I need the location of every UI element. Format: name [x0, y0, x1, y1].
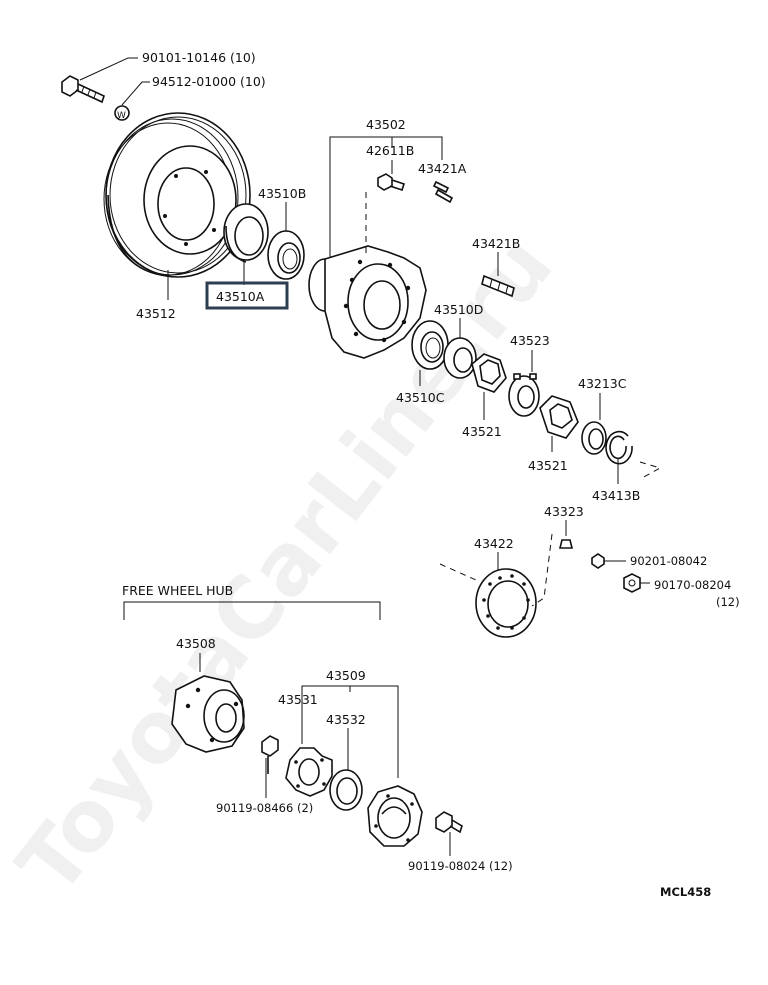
label-90119-08024: 90119-08024 (12): [408, 859, 513, 873]
svg-text:W: W: [117, 111, 126, 121]
label-90170-qty: (12): [716, 595, 740, 609]
label-43421A: 43421A: [418, 161, 467, 176]
leader-bolt: [79, 57, 138, 81]
label-42611B: 42611B: [366, 143, 414, 158]
plate-43531: [285, 747, 333, 797]
highlight-box: [205, 281, 289, 310]
bolt-90101: [61, 75, 105, 104]
nut-43521-a: [471, 353, 507, 393]
nut-90201: [591, 553, 605, 569]
snap-ring-43413B: [605, 430, 633, 465]
washer-94512: W: [114, 105, 130, 121]
brake-disc-43512: [103, 112, 251, 278]
section-bracket: [123, 601, 381, 620]
bolt-90119-08466: [261, 735, 279, 774]
section-title: FREE WHEEL HUB: [122, 583, 233, 598]
label-90170: 90170-08204: [654, 578, 731, 592]
label-43521-b: 43521: [528, 458, 568, 473]
label-43531: 43531: [278, 692, 318, 707]
label-94512: 94512-01000 (10): [152, 74, 266, 89]
gasket-43422: [475, 568, 537, 638]
label-90201: 90201-08042: [630, 554, 707, 568]
leader-washer: [121, 81, 150, 106]
stud-43421B: [481, 274, 515, 298]
label-43213C: 43213C: [578, 376, 627, 391]
label-43510B: 43510B: [258, 186, 306, 201]
label-43413B: 43413B: [592, 488, 640, 503]
label-90101: 90101-10146 (10): [142, 50, 256, 65]
label-43421B: 43421B: [472, 236, 520, 251]
label-43509: 43509: [326, 668, 366, 683]
label-43510D: 43510D: [434, 302, 483, 317]
label-43502: 43502: [366, 117, 406, 132]
label-90119-08466: 90119-08466 (2): [216, 801, 313, 815]
label-43521-a: 43521: [462, 424, 502, 439]
label-43510C: 43510C: [396, 390, 445, 405]
bearing-43510C: [411, 320, 449, 370]
label-43422: 43422: [474, 536, 514, 551]
lock-washer-43523: [508, 373, 540, 417]
ring-43532: [329, 769, 363, 811]
figure-code: MCL458: [660, 885, 711, 899]
stud-43421A: [432, 180, 454, 204]
leader-43502: [329, 136, 443, 260]
bearing-43510B: [267, 230, 305, 280]
axle-hub-43502: [308, 245, 427, 359]
dash-snapring: [639, 461, 662, 479]
bolt-42611B: [377, 173, 406, 192]
label-43512: 43512: [136, 306, 176, 321]
nut-43521-b: [539, 395, 579, 439]
label-43510A: 43510A: [216, 289, 265, 304]
dash-gasket-left: [439, 563, 477, 581]
washer-43510D: [443, 337, 477, 379]
label-43532: 43532: [326, 712, 366, 727]
ring-43213C: [581, 421, 607, 455]
nut-90170: [623, 573, 641, 593]
cone-43323: [558, 539, 574, 549]
bolt-90119-08024: [435, 811, 463, 834]
free-wheel-cover-43509: [367, 785, 423, 847]
bearing-race-43510A: [223, 203, 269, 263]
label-43523: 43523: [510, 333, 550, 348]
label-43323: 43323: [544, 504, 584, 519]
label-43508: 43508: [176, 636, 216, 651]
free-wheel-body-43508: [171, 675, 245, 753]
